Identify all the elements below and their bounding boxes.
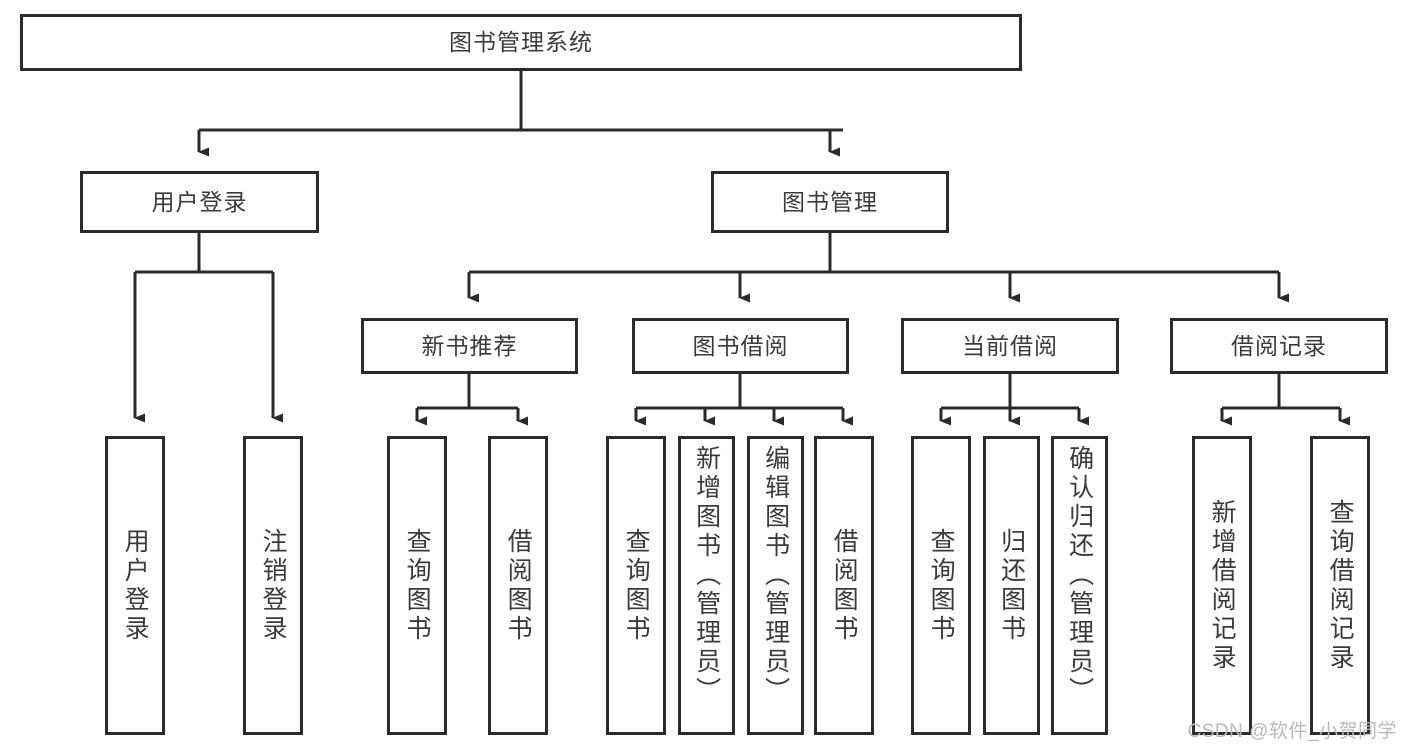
node-leaf-return-book[interactable]: 归还图书 [983, 436, 1040, 735]
node-borrow-record[interactable]: 借阅记录 [1170, 318, 1388, 374]
node-leaf-query-record-label: 查询借阅记录 [1326, 498, 1355, 673]
node-leaf-query-book-2-label: 查询图书 [622, 527, 651, 644]
node-book-management[interactable]: 图书管理 [711, 171, 949, 233]
node-book-management-label: 图书管理 [782, 188, 878, 215]
node-leaf-user-logout[interactable]: 注销登录 [243, 436, 303, 735]
node-user-login-label: 用户登录 [151, 188, 248, 215]
node-leaf-return-book-label: 归还图书 [997, 527, 1026, 644]
node-leaf-add-book-label: 新增图书（管理员） [692, 445, 721, 706]
node-new-book-recommend[interactable]: 新书推荐 [361, 318, 578, 374]
node-leaf-add-record[interactable]: 新增借阅记录 [1192, 436, 1252, 735]
node-leaf-edit-book-label: 编辑图书（管理员） [761, 445, 790, 706]
node-user-login[interactable]: 用户登录 [80, 171, 319, 233]
node-leaf-borrow-book-2[interactable]: 借阅图书 [814, 436, 874, 735]
node-leaf-add-book[interactable]: 新增图书（管理员） [678, 436, 735, 735]
node-book-borrow[interactable]: 图书借阅 [632, 318, 849, 374]
node-leaf-query-record[interactable]: 查询借阅记录 [1310, 436, 1370, 735]
node-leaf-edit-book[interactable]: 编辑图书（管理员） [747, 436, 804, 735]
node-root[interactable]: 图书管理系统 [20, 14, 1022, 71]
node-leaf-user-logout-label: 注销登录 [259, 527, 288, 644]
watermark-text: CSDN @软件_小贺同学 [1187, 721, 1397, 742]
node-leaf-query-book-2[interactable]: 查询图书 [606, 436, 666, 735]
node-leaf-user-login-label: 用户登录 [121, 527, 150, 644]
node-leaf-borrow-book-2-label: 借阅图书 [830, 527, 859, 644]
node-root-label: 图书管理系统 [449, 29, 593, 56]
node-leaf-confirm-return[interactable]: 确认归还（管理员） [1051, 436, 1108, 735]
node-new-book-recommend-label: 新书推荐 [421, 332, 518, 359]
node-leaf-query-book-3-label: 查询图书 [927, 527, 956, 644]
node-leaf-query-book-1-label: 查询图书 [403, 527, 432, 644]
node-leaf-borrow-book-1[interactable]: 借阅图书 [488, 436, 548, 735]
node-book-borrow-label: 图书借阅 [692, 332, 789, 359]
node-borrow-record-label: 借阅记录 [1231, 332, 1327, 359]
node-current-borrow[interactable]: 当前借阅 [901, 318, 1119, 374]
node-leaf-user-login[interactable]: 用户登录 [105, 436, 165, 735]
node-leaf-confirm-return-label: 确认归还（管理员） [1065, 445, 1094, 706]
node-leaf-query-book-1[interactable]: 查询图书 [387, 436, 447, 735]
node-leaf-add-record-label: 新增借阅记录 [1208, 498, 1237, 673]
node-current-borrow-label: 当前借阅 [962, 332, 1058, 359]
node-leaf-query-book-3[interactable]: 查询图书 [911, 436, 971, 735]
node-leaf-borrow-book-1-label: 借阅图书 [504, 527, 533, 644]
